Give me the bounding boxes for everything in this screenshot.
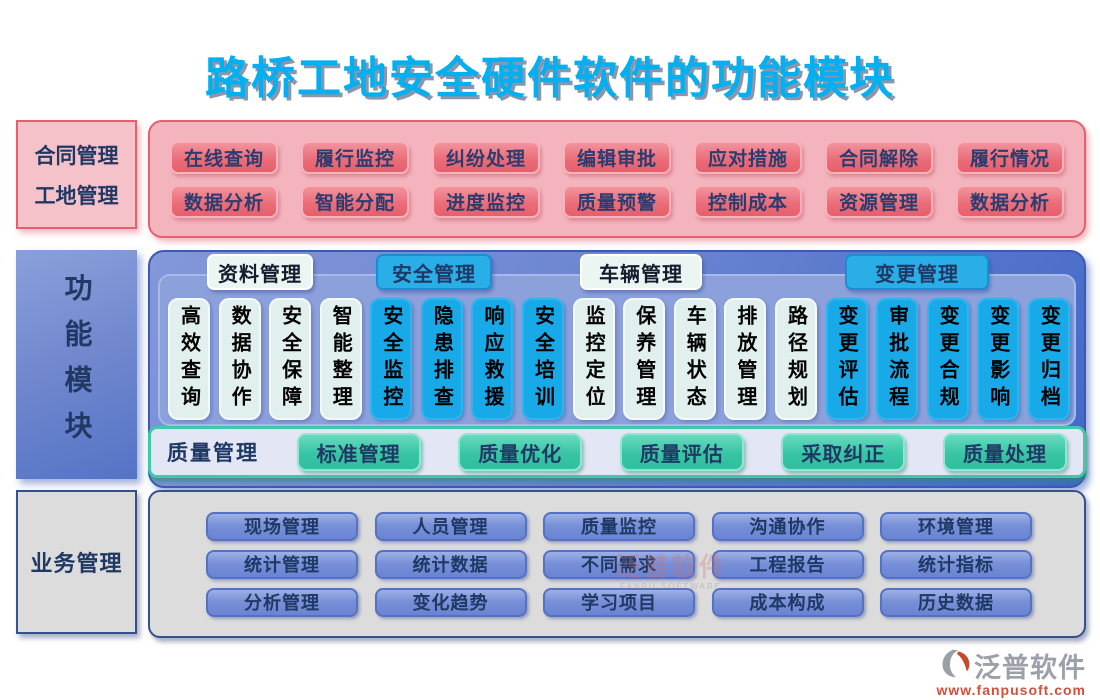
function-card: 监控定位 — [572, 298, 615, 420]
business-label-text: 业务管理 — [30, 551, 123, 576]
contract-chip: 应对措施 — [694, 140, 802, 174]
contract-chip: 编辑审批 — [563, 140, 671, 174]
business-chip: 统计管理 — [206, 549, 358, 579]
function-card: 安全培训 — [522, 298, 565, 420]
quality-management-bar: 质量管理 标准管理 质量优化 质量评估 采取纠正 质量处理 — [148, 426, 1086, 478]
vendor-name: 泛普软件 — [974, 653, 1086, 683]
page-title: 路桥工地安全硬件软件的功能模块 — [205, 54, 895, 103]
function-card: 响应救援 — [471, 298, 514, 420]
vendor-url: www.fanpusoft.com — [936, 682, 1086, 698]
function-card-label: 数据协作 — [228, 305, 251, 413]
contract-chip: 纠纷处理 — [432, 140, 540, 174]
contract-section-label: 合同管理 工地管理 — [16, 120, 137, 229]
function-card: 数据协作 — [218, 298, 261, 420]
function-card-label: 安全培训 — [531, 305, 554, 413]
fanpu-logo-icon — [941, 648, 971, 683]
function-section-panel: 资料管理 安全管理 车辆管理 变更管理 高效查询 数据协作 安全保障 智能整理 … — [148, 250, 1086, 488]
contract-label-line2: 工地管理 — [34, 184, 119, 208]
business-chip: 现场管理 — [206, 511, 358, 541]
business-chip: 历史数据 — [880, 587, 1032, 617]
business-section-label: 业务管理 — [16, 490, 137, 634]
function-card-label: 变更影响 — [986, 305, 1009, 413]
business-row-2: 统计管理 统计数据 不同需求 工程报告 统计指标 — [206, 549, 1032, 579]
business-chip: 环境管理 — [880, 511, 1032, 541]
function-card-label: 变更评估 — [835, 305, 858, 413]
tab-safety-management: 安全管理 — [376, 254, 492, 290]
contract-chip: 智能分配 — [301, 184, 409, 218]
function-card: 车辆状态 — [673, 298, 716, 420]
function-card-label: 隐患排查 — [430, 305, 453, 413]
function-card-label: 响应救援 — [480, 305, 503, 413]
function-card: 保养管理 — [623, 298, 666, 420]
function-card-label: 车辆状态 — [683, 305, 706, 413]
function-card-label: 变更合规 — [936, 305, 959, 413]
contract-chip: 履行情况 — [956, 140, 1064, 174]
contract-chip: 资源管理 — [825, 184, 933, 218]
function-card-label: 高效查询 — [177, 305, 200, 413]
function-card-label: 路径规划 — [784, 305, 807, 413]
contract-chip: 合同解除 — [825, 140, 933, 174]
contract-chip: 控制成本 — [694, 184, 802, 218]
business-chip: 工程报告 — [711, 549, 864, 579]
function-card-label: 保养管理 — [632, 305, 655, 413]
function-card: 变更评估 — [825, 298, 868, 420]
function-card-label: 安全保障 — [278, 305, 301, 413]
function-card: 智能整理 — [319, 298, 362, 420]
contract-row-1: 在线查询 履行监控 纠纷处理 编辑审批 应对措施 合同解除 履行情况 — [170, 140, 1064, 174]
contract-chip: 在线查询 — [170, 140, 278, 174]
function-card-label: 智能整理 — [329, 305, 352, 413]
function-card: 高效查询 — [168, 298, 210, 420]
quality-chip: 采取纠正 — [781, 433, 906, 471]
tab-data-management: 资料管理 — [207, 254, 313, 290]
business-chip: 学习项目 — [543, 587, 695, 617]
tab-vehicle-management: 车辆管理 — [580, 254, 702, 290]
business-chip: 人员管理 — [374, 511, 527, 541]
contract-chip: 履行监控 — [301, 140, 409, 174]
function-card-label: 排放管理 — [733, 305, 756, 413]
function-card-label: 监控定位 — [582, 305, 605, 413]
business-section-panel: 现场管理 人员管理 质量监控 沟通协作 环境管理 统计管理 统计数据 不同需求 … — [148, 490, 1086, 638]
quality-chip: 质量评估 — [619, 433, 744, 471]
contract-chip: 数据分析 — [956, 184, 1064, 218]
vendor-logo: 泛普软件 www.fanpusoft.com — [937, 646, 1086, 698]
business-chip: 不同需求 — [543, 549, 695, 579]
function-card-label: 审批流程 — [885, 305, 908, 413]
business-chip: 质量监控 — [543, 511, 695, 541]
function-card: 排放管理 — [724, 298, 767, 420]
function-card: 变更影响 — [977, 298, 1020, 420]
function-card: 安全保障 — [269, 298, 312, 420]
function-cards-row: 高效查询 数据协作 安全保障 智能整理 安全监控 隐患排查 响应救援 安全培训 … — [168, 298, 1070, 420]
contract-chip: 数据分析 — [170, 184, 278, 218]
function-card: 变更合规 — [926, 298, 969, 420]
function-card: 安全监控 — [370, 298, 413, 420]
function-card: 隐患排查 — [420, 298, 463, 420]
contract-chip: 质量预警 — [563, 184, 671, 218]
business-chip: 统计数据 — [374, 549, 527, 579]
business-chip: 成本构成 — [711, 587, 864, 617]
contract-section-panel: 在线查询 履行监控 纠纷处理 编辑审批 应对措施 合同解除 履行情况 数据分析 … — [148, 120, 1086, 238]
function-label-text: 功能模块 — [61, 272, 93, 457]
contract-label-line1: 合同管理 — [34, 144, 119, 168]
business-chip: 沟通协作 — [711, 511, 864, 541]
business-row-3: 分析管理 变化趋势 学习项目 成本构成 历史数据 — [206, 587, 1032, 617]
business-row-1: 现场管理 人员管理 质量监控 沟通协作 环境管理 — [206, 511, 1032, 541]
function-card: 审批流程 — [876, 298, 919, 420]
business-chip: 分析管理 — [206, 587, 358, 617]
contract-row-2: 数据分析 智能分配 进度监控 质量预警 控制成本 资源管理 数据分析 — [170, 184, 1064, 218]
vendor-logo-row: 泛普软件 — [941, 646, 1086, 685]
quality-bar-label: 质量管理 — [167, 442, 259, 465]
contract-chip: 进度监控 — [432, 184, 540, 218]
quality-chip: 质量处理 — [942, 433, 1067, 471]
quality-chip: 质量优化 — [458, 433, 583, 471]
function-card-label: 安全监控 — [379, 305, 402, 413]
business-chip: 统计指标 — [880, 549, 1032, 579]
function-card: 路径规划 — [774, 298, 817, 420]
function-card-label: 变更归档 — [1037, 305, 1060, 413]
business-chip: 变化趋势 — [374, 587, 527, 617]
function-section-label: 功能模块 — [16, 250, 137, 479]
function-card: 变更归档 — [1027, 298, 1070, 420]
tab-change-management: 变更管理 — [845, 254, 989, 290]
quality-chip: 标准管理 — [296, 433, 421, 471]
